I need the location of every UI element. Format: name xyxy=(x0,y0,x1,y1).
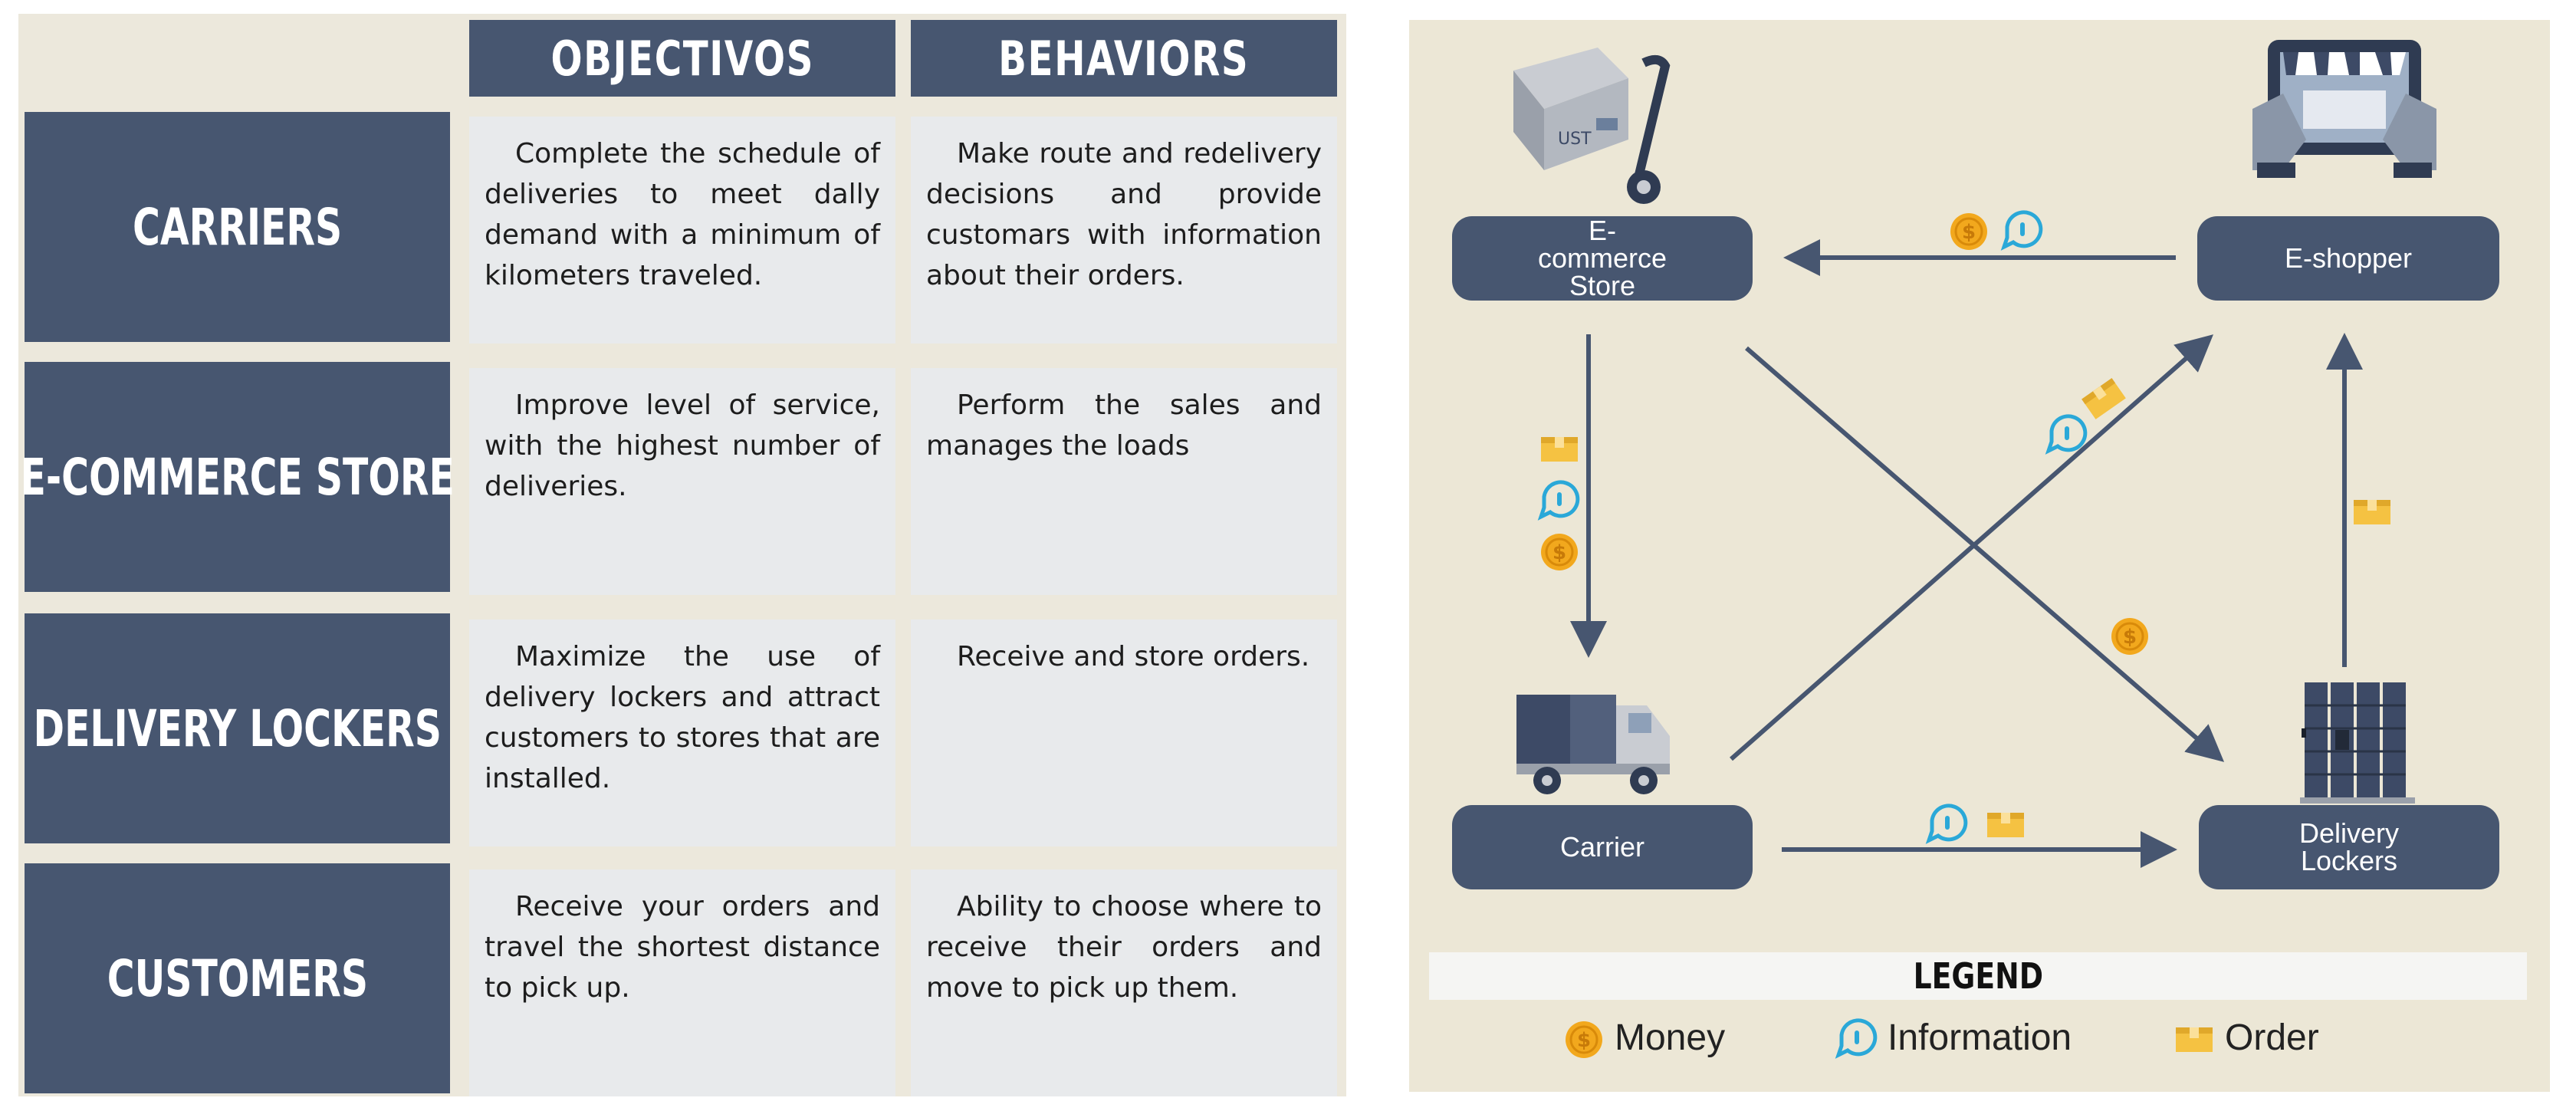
flow-arrows-layer: $ UST xyxy=(1513,40,2436,1060)
locker-cabinet-icon xyxy=(2300,682,2415,804)
order-icon xyxy=(1541,437,1578,462)
tablet-shopping-icon xyxy=(2252,40,2436,178)
money-icon xyxy=(2110,616,2150,656)
node-eshopper: E-shopper xyxy=(2197,216,2499,301)
money-icon xyxy=(1539,532,1579,572)
arrow-carrier-to-eshopper xyxy=(1730,334,2214,761)
legend-item-information: Information xyxy=(1888,1017,2072,1058)
legend-item-order: Order xyxy=(2225,1017,2319,1058)
column-header-behaviors: BEHAVIORS xyxy=(911,20,1337,97)
objective-cell-customers: Receive your orders and travel the short… xyxy=(469,869,895,1096)
arrow-ecommerce-to-lockers xyxy=(1745,346,2225,762)
row-header-ecommerce-store: E-COMMERCE STORE xyxy=(20,362,455,592)
objective-cell-carriers: Complete the schedule of deliveries to m… xyxy=(469,117,895,343)
legend-item-money: Money xyxy=(1615,1017,1726,1058)
legend-money-icon xyxy=(1564,1020,1604,1060)
hand-truck-boxes-icon: UST xyxy=(1513,48,1671,204)
node-delivery-lockers: Delivery Lockers xyxy=(2199,805,2499,889)
delivery-truck-icon xyxy=(1516,695,1670,794)
information-icon xyxy=(2049,416,2085,451)
row-header-delivery-lockers: DELIVERY LOCKERS xyxy=(25,613,450,843)
behavior-cell-ecommerce-store: Perform the sales and manages the loads xyxy=(911,368,1337,595)
actors-table: OBJECTIVOS BEHAVIORS CARRIERS Complete t… xyxy=(18,14,1346,1096)
column-header-objectives: OBJECTIVOS xyxy=(469,20,895,97)
order-icon xyxy=(2354,500,2390,524)
node-carrier: Carrier xyxy=(1452,805,1753,889)
row-header-customers: CUSTOMERS xyxy=(25,863,450,1093)
information-icon xyxy=(1929,806,1966,840)
legend-header: LEGEND xyxy=(1429,952,2527,1000)
legend-order-icon xyxy=(2176,1027,2213,1052)
objective-cell-ecommerce-store: Improve level of service, with the highe… xyxy=(469,368,895,595)
behavior-cell-customers: Ability to choose where to receive their… xyxy=(911,869,1337,1096)
svg-text:UST: UST xyxy=(1558,130,1592,149)
node-ecommerce-store: E-commerce Store xyxy=(1452,216,1753,301)
flow-diagram: $ UST xyxy=(1409,20,2550,1092)
information-icon xyxy=(1541,482,1578,517)
behavior-cell-delivery-lockers: Receive and store orders. xyxy=(911,620,1337,846)
information-icon xyxy=(2004,212,2041,247)
money-icon xyxy=(1949,212,1989,251)
behavior-cell-carriers: Make route and redelivery decisions and … xyxy=(911,117,1337,343)
order-icon xyxy=(1987,813,2024,837)
order-icon xyxy=(2082,378,2126,419)
legend-information-icon xyxy=(1838,1021,1875,1055)
row-header-carriers: CARRIERS xyxy=(25,112,450,342)
objective-cell-delivery-lockers: Maximize the use of delivery lockers and… xyxy=(469,620,895,846)
